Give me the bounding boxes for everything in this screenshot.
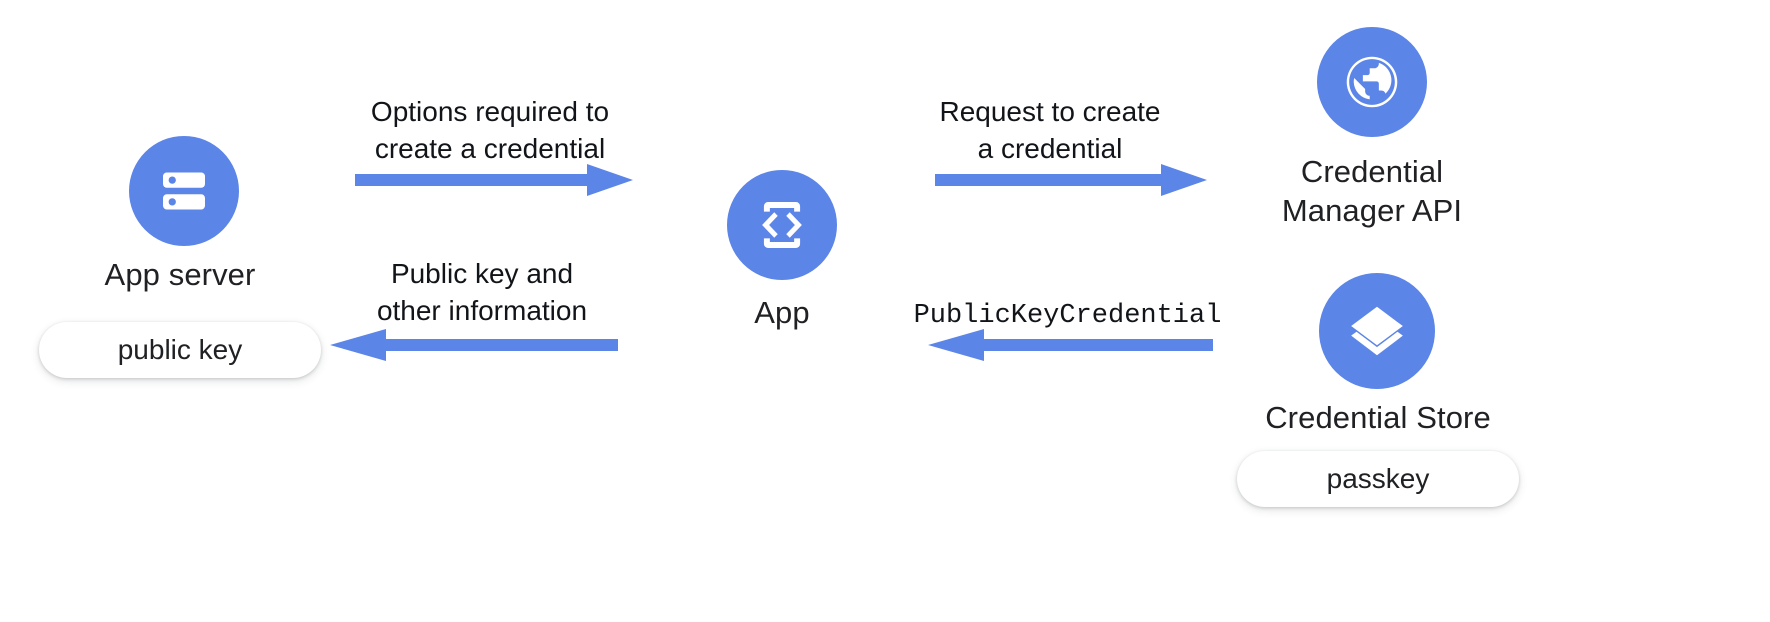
arrow-caption-request-to-create: Request to create a credential [939,96,1161,164]
app-code-phone-icon [727,170,837,280]
arrow-caption-public-key-info: Public key and other information [376,258,588,326]
arrow-options-required [355,160,633,200]
layers-icon [1319,273,1435,389]
arrow-public-key-credential [928,325,1213,365]
arrow-caption-options-required: Options required to create a credential [370,96,610,164]
node-app-server-label: App server [104,257,256,292]
server-icon [129,136,239,246]
node-credential-store [1319,273,1435,389]
node-credential-manager-api [1317,27,1427,137]
globe-icon [1317,27,1427,137]
arrow-request-to-create [935,160,1207,200]
pill-public-key: public key [39,322,321,378]
arrow-public-key-info [330,325,618,365]
arrow-caption-public-key-credential: PublicKeyCredential [913,301,1222,331]
node-app-label: App [754,295,810,330]
pill-passkey: passkey [1237,451,1519,507]
node-app [727,170,837,280]
node-credential-store-label: Credential Store [1265,400,1491,435]
node-app-server [129,136,239,246]
node-credential-manager-api-label: Credential Manager API [1281,154,1463,228]
